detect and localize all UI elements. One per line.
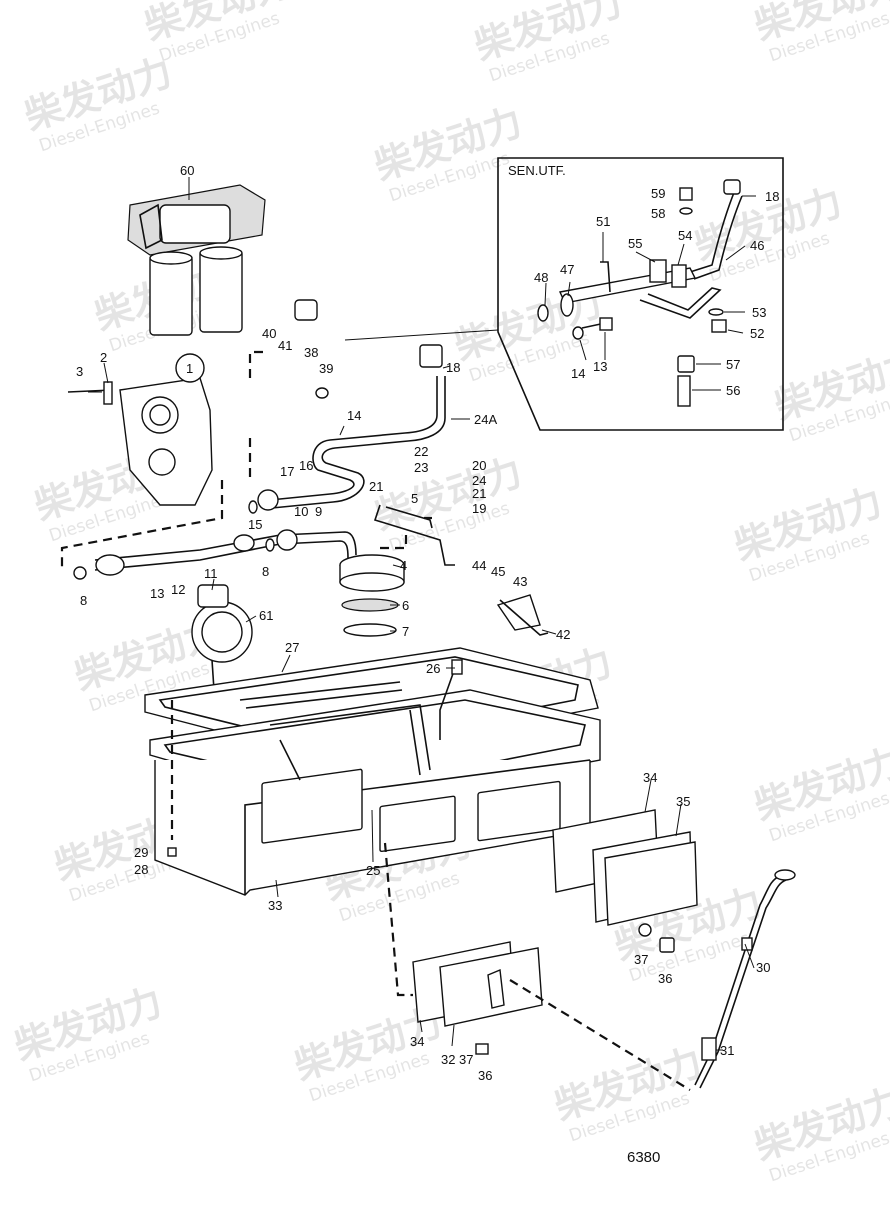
callout-12: 12 bbox=[171, 582, 185, 597]
callout-2: 2 bbox=[100, 350, 107, 365]
callout-8-left: 8 bbox=[80, 593, 87, 608]
callout-25: 25 bbox=[366, 863, 380, 878]
callout-37-bottom: 37 bbox=[459, 1052, 473, 1067]
callout-4: 4 bbox=[400, 558, 407, 573]
callout-27: 27 bbox=[285, 640, 299, 655]
callout-48: 48 bbox=[534, 270, 548, 285]
callout-36-bottom: 36 bbox=[478, 1068, 492, 1083]
callout-33: 33 bbox=[268, 898, 282, 913]
callout-labels: 60 18 46 59 58 51 55 54 48 47 53 52 14 1… bbox=[76, 163, 779, 1083]
timing-gear-cover bbox=[60, 350, 268, 568]
callout-59: 59 bbox=[651, 186, 665, 201]
callout-51: 51 bbox=[596, 214, 610, 229]
callout-22: 22 bbox=[414, 444, 428, 459]
callout-56: 56 bbox=[726, 383, 740, 398]
callout-circle-1 bbox=[175, 353, 205, 383]
callout-28: 28 bbox=[134, 862, 148, 877]
oil-pipes bbox=[73, 299, 446, 580]
inspection-covers-right bbox=[552, 809, 698, 953]
callout-26: 26 bbox=[426, 661, 440, 676]
callout-7: 7 bbox=[402, 624, 409, 639]
callout-43: 43 bbox=[513, 574, 527, 589]
callout-58: 58 bbox=[651, 206, 665, 221]
callout-34-bottom: 34 bbox=[410, 1034, 424, 1049]
callout-13: 13 bbox=[150, 586, 164, 601]
oil-pump-assembly-60 bbox=[127, 184, 266, 336]
callout-18-inset: 18 bbox=[765, 189, 779, 204]
callout-24A: 24A bbox=[474, 412, 497, 427]
callout-13-inset: 13 bbox=[593, 359, 607, 374]
callout-14-inset: 14 bbox=[571, 366, 585, 381]
callout-47: 47 bbox=[560, 262, 574, 277]
callout-54: 54 bbox=[678, 228, 692, 243]
callout-17: 17 bbox=[280, 464, 294, 479]
callout-53: 53 bbox=[752, 305, 766, 320]
callout-30: 30 bbox=[756, 960, 770, 975]
callout-20: 20 bbox=[472, 458, 486, 473]
callout-29: 29 bbox=[134, 845, 148, 860]
callout-60: 60 bbox=[180, 163, 194, 178]
callout-15: 15 bbox=[248, 517, 262, 532]
callout-38: 38 bbox=[304, 345, 318, 360]
callout-1: 1 bbox=[186, 361, 193, 376]
callout-40: 40 bbox=[262, 326, 276, 341]
vacuum-pump-61 bbox=[191, 584, 253, 691]
callout-14: 14 bbox=[347, 408, 361, 423]
oil-sump bbox=[144, 647, 601, 896]
inset-title: SEN.UTF. bbox=[508, 163, 566, 178]
callout-46: 46 bbox=[750, 238, 764, 253]
callout-39: 39 bbox=[319, 361, 333, 376]
callout-37-right: 37 bbox=[634, 952, 648, 967]
callout-23: 23 bbox=[414, 460, 428, 475]
callout-57: 57 bbox=[726, 357, 740, 372]
callout-44: 44 bbox=[472, 558, 486, 573]
dipstick bbox=[694, 869, 796, 1089]
callout-35: 35 bbox=[676, 794, 690, 809]
oil-strainer bbox=[339, 532, 408, 637]
bracket-42-43 bbox=[451, 594, 549, 675]
callout-34-right: 34 bbox=[643, 770, 657, 785]
callout-32: 32 bbox=[441, 1052, 455, 1067]
callout-21-left: 21 bbox=[369, 479, 383, 494]
callout-19: 19 bbox=[472, 501, 486, 516]
callout-21-right: 21 bbox=[472, 486, 486, 501]
callout-45: 45 bbox=[491, 564, 505, 579]
callout-16: 16 bbox=[299, 458, 313, 473]
callout-61: 61 bbox=[259, 608, 273, 623]
leader-lines bbox=[88, 177, 756, 1051]
callout-41: 41 bbox=[278, 338, 292, 353]
callout-42: 42 bbox=[556, 627, 570, 642]
callout-18: 18 bbox=[446, 360, 460, 375]
callout-5: 5 bbox=[411, 491, 418, 506]
callout-52: 52 bbox=[750, 326, 764, 341]
callout-24: 24 bbox=[472, 473, 486, 488]
bracket-5 bbox=[373, 504, 455, 566]
callout-36-right: 36 bbox=[658, 971, 672, 986]
callout-8-mid: 8 bbox=[262, 564, 269, 579]
inspection-covers-bottom bbox=[383, 842, 691, 1091]
callout-6: 6 bbox=[402, 598, 409, 613]
callout-3: 3 bbox=[76, 364, 83, 379]
callout-10: 10 bbox=[294, 504, 308, 519]
callout-11: 11 bbox=[204, 566, 218, 581]
inset-panel: SEN.UTF. bbox=[344, 157, 784, 431]
callout-31: 31 bbox=[720, 1043, 734, 1058]
figure-number: 6380 bbox=[627, 1149, 660, 1166]
callout-9: 9 bbox=[315, 504, 322, 519]
callout-55: 55 bbox=[628, 236, 642, 251]
